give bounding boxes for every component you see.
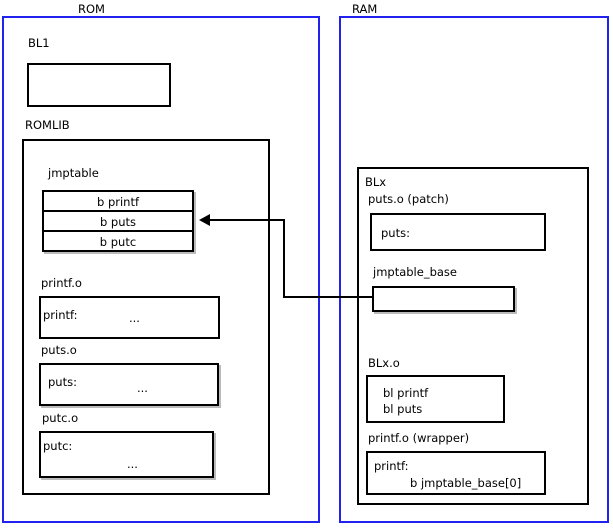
blx-o-line-bl-puts: bl puts xyxy=(383,402,423,416)
jmptable-label: jmptable xyxy=(48,166,99,180)
blx-label: BLx xyxy=(365,175,387,189)
connector-segment-horizontal-upper xyxy=(210,219,285,221)
connector-arrow-head-icon xyxy=(199,214,210,226)
jmptable-entry-label: b puts xyxy=(99,215,137,229)
puts-patch-box: puts: xyxy=(370,213,546,251)
putc-o-label: putc.o xyxy=(42,411,79,425)
putc-o-symbol: putc: xyxy=(43,439,73,453)
jmptable-entry-label: b printf xyxy=(96,195,140,209)
putc-o-body: ... xyxy=(127,457,138,471)
printf-wrapper-box: printf: b jmptable_base[0] xyxy=(366,451,546,495)
blx-o-box: bl printf bl puts xyxy=(366,375,505,423)
connector-segment-vertical xyxy=(283,219,285,298)
connector-segment-horizontal-lower xyxy=(283,296,372,298)
puts-o-symbol: puts: xyxy=(48,375,77,389)
jmptable-base-label: jmptable_base xyxy=(373,265,457,279)
jmptable-entry-label: b putc xyxy=(99,235,137,249)
printf-o-symbol: printf: xyxy=(43,308,78,322)
printf-wrapper-label: printf.o (wrapper) xyxy=(368,431,470,445)
jmptable-entry-b-printf: b printf xyxy=(42,190,194,212)
rom-region-title: ROM xyxy=(78,2,105,16)
printf-wrapper-symbol: printf: xyxy=(374,459,409,473)
puts-patch-label: puts.o (patch) xyxy=(368,192,449,206)
printf-wrapper-branch: b jmptable_base[0] xyxy=(410,476,522,490)
puts-o-box: puts: ... xyxy=(39,363,219,406)
putc-o-box: putc: ... xyxy=(39,431,214,478)
bl1-label: BL1 xyxy=(28,36,50,50)
blx-o-label: BLx.o xyxy=(368,356,400,370)
printf-o-label: printf.o xyxy=(41,276,82,290)
romlib-label: ROMLIB xyxy=(25,118,70,132)
jmptable-entry-b-putc: b putc xyxy=(42,230,194,252)
bl1-box xyxy=(27,63,171,107)
blx-o-line-bl-printf: bl printf xyxy=(383,386,429,400)
printf-o-box: printf: ... xyxy=(39,296,220,339)
jmptable-base-box xyxy=(372,286,515,312)
ram-region xyxy=(339,16,609,523)
puts-o-label: puts.o xyxy=(41,343,77,357)
puts-o-body: ... xyxy=(137,381,148,395)
ram-region-title: RAM xyxy=(352,2,378,16)
puts-patch-symbol: puts: xyxy=(381,226,410,240)
jmptable-entry-b-puts: b puts xyxy=(42,210,194,232)
rom-region xyxy=(2,16,320,523)
printf-o-body: ... xyxy=(129,311,140,325)
